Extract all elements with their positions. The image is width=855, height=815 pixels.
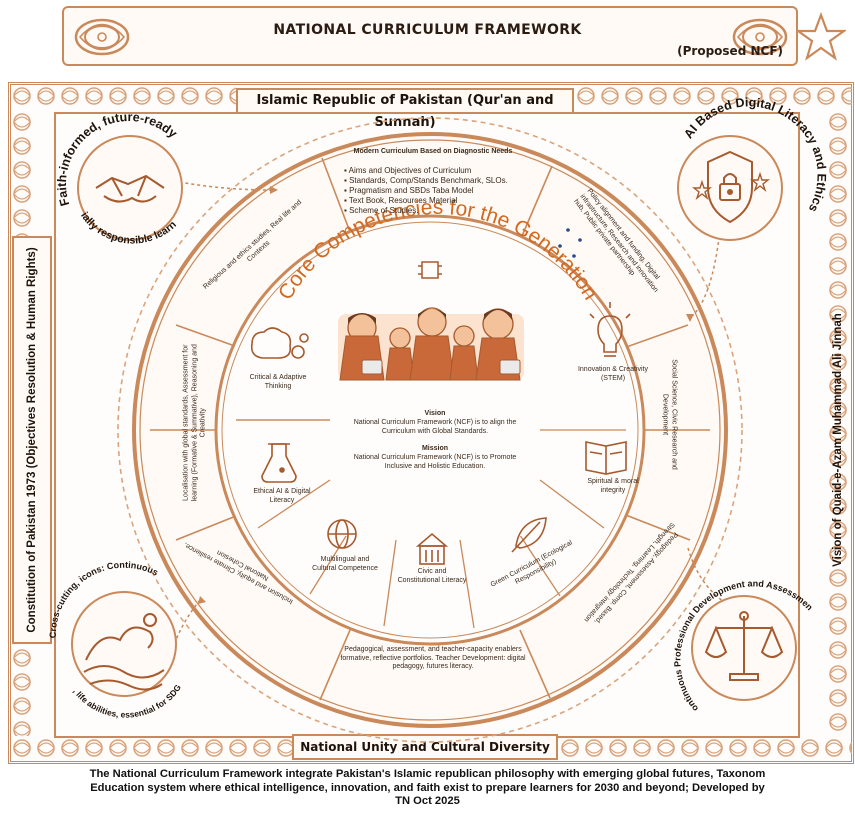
celtic-knot-icon	[74, 18, 130, 56]
corner-circle-top-left	[77, 135, 183, 241]
caption-line-3: TN Oct 2025	[395, 795, 460, 807]
banner-left-box	[12, 236, 52, 644]
decorative-pattern	[558, 736, 852, 762]
competency-critical-thinking: Critical & Adaptive Thinking	[249, 374, 307, 390]
competency-multilingual: Multilingual and Cultural Competence	[312, 556, 378, 572]
banner-bottom: National Unity and Cultural Diversity	[292, 734, 558, 760]
wave-icon	[83, 613, 165, 691]
competency-civic: Civic and Constitutional Literacy	[397, 568, 467, 584]
celtic-knot-icon	[732, 18, 788, 56]
corner-circle-top-right	[677, 135, 783, 241]
segment-left: Localisation with global standards, Asse…	[182, 344, 207, 502]
decorative-pattern	[574, 84, 852, 110]
book-icon	[585, 441, 627, 475]
caption-line-1: The National Curriculum Framework integr…	[89, 768, 766, 780]
decorative-pattern	[10, 110, 36, 236]
mission-text: National Curriculum Framework (NCF) is t…	[353, 454, 517, 470]
list-item: ▪ Pragmatism and SBDs Taba Model	[344, 186, 474, 195]
star-icon	[796, 12, 846, 61]
top-box-list: ▪ Aims and Objectives of Curriculum ▪ St…	[344, 166, 534, 216]
mission-title: Mission	[421, 445, 449, 452]
competency-spiritual: Spiritual & moral integrity	[587, 478, 639, 494]
decorative-pattern	[10, 646, 36, 736]
ring-dividers	[150, 157, 710, 701]
competency-innovation: Innovation & Creativity (STEM)	[577, 366, 649, 382]
scales-icon	[704, 611, 784, 681]
decorative-pattern	[10, 736, 292, 762]
vision-text: National Curriculum Framework (NCF) is t…	[353, 419, 517, 435]
competency-ethical-ai: Ethical AI & Digital Literacy	[253, 488, 311, 504]
building-icon	[415, 532, 449, 565]
leaf-icon	[511, 517, 547, 553]
children-illustration-icon	[338, 307, 524, 381]
banner-top: Islamic Republic of Pakistan (Qur'an and…	[236, 88, 574, 130]
corner-circle-bottom-left	[71, 591, 177, 697]
lightbulb-icon	[589, 302, 631, 357]
sparkle-icon	[692, 171, 770, 201]
dots-decoration	[558, 228, 582, 258]
segment-right: Social Science, Civic Research and Devel…	[662, 359, 678, 470]
chip-icon	[418, 261, 442, 279]
handshake-icon	[95, 174, 165, 203]
list-item: ▪ Aims and Objectives of Curriculum	[344, 166, 472, 175]
list-item: ▪ Standards, Comp/Stands Benchmark, SLOs…	[344, 176, 508, 185]
arrow-heads	[198, 186, 694, 604]
decorative-pattern	[826, 110, 852, 736]
flask-icon	[261, 443, 297, 483]
header-banner	[62, 6, 798, 66]
caption-line-2: Education system where ethical intellige…	[90, 781, 765, 794]
caption: The National Curriculum Framework integr…	[0, 768, 855, 809]
top-box-title: Modern Curriculum Based on Diagnostic Ne…	[353, 148, 513, 155]
page-title: NATIONAL CURRICULUM FRAMEWORK	[273, 22, 582, 38]
decorative-pattern	[10, 84, 236, 110]
page-subtitle: (Proposed NCF)	[677, 44, 783, 58]
brain-gears-icon	[250, 327, 309, 359]
vision-title: Vision	[424, 410, 446, 417]
globe-people-icon	[327, 519, 357, 549]
lock-shield-icon	[707, 150, 753, 224]
list-item: ▪ Text Book, Resources Material	[344, 196, 458, 205]
bottom-box-text: Pedagogical, assessment, and teacher-cap…	[340, 646, 526, 670]
outer-dashed-ring	[117, 117, 743, 743]
list-item: ▪ Scheme of Studies.	[344, 206, 419, 215]
